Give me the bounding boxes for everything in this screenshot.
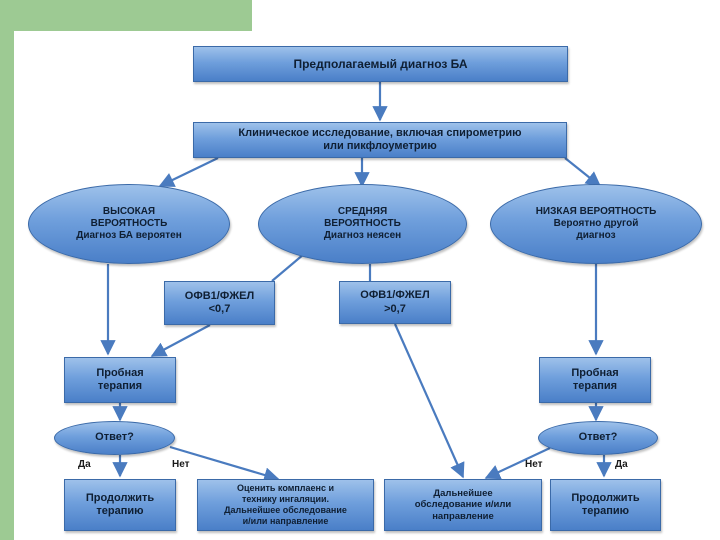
arrow-response-left-no bbox=[169, 445, 280, 483]
arrow-exam-to-low bbox=[564, 157, 602, 187]
trial-therapy-right-box: Пробная терапия bbox=[539, 357, 651, 403]
response-right-ellipse: Ответ? bbox=[538, 421, 658, 455]
high-probability-ellipse: ВЫСОКАЯ ВЕРОЯТНОСТЬ Диагноз БА вероятен bbox=[28, 184, 230, 264]
fev-ratio-high-box: ОФВ1/ФЖЕЛ >0,7 bbox=[339, 281, 451, 324]
fev-ratio-low-box: ОФВ1/ФЖЕЛ <0,7 bbox=[164, 281, 275, 325]
decorative-top-band bbox=[0, 0, 252, 31]
continue-therapy-right-box: Продолжить терапию bbox=[550, 479, 661, 531]
suspected-diagnosis-box: Предполагаемый диагноз БА bbox=[193, 46, 568, 82]
clinical-exam-box: Клиническое исследование, включая спиром… bbox=[193, 122, 567, 158]
low-probability-ellipse: НИЗКАЯ ВЕРОЯТНОСТЬ Вероятно другой диагн… bbox=[490, 184, 702, 264]
response-left-ellipse: Ответ? bbox=[54, 421, 175, 455]
no-label-right: Нет bbox=[525, 459, 543, 470]
arrow-exam-to-high bbox=[158, 157, 219, 187]
continue-therapy-left-box: Продолжить терапию bbox=[64, 479, 176, 531]
assess-compliance-box: Оценить комплаенс и технику ингаляции. Д… bbox=[197, 479, 374, 531]
trial-therapy-left-box: Пробная терапия bbox=[64, 357, 176, 403]
yes-label-left: Да bbox=[78, 459, 91, 470]
further-examination-box: Дальнейшее обследование и/или направлени… bbox=[384, 479, 542, 531]
no-label-left: Нет bbox=[172, 459, 190, 470]
yes-label-right: Да bbox=[615, 459, 628, 470]
arrow-fev-low-to-trial bbox=[150, 324, 211, 357]
medium-probability-ellipse: СРЕДНЯЯ ВЕРОЯТНОСТЬ Диагноз неясен bbox=[258, 184, 467, 264]
arrow-response-right-no bbox=[484, 447, 551, 480]
arrow-fev-high-to-further bbox=[393, 323, 465, 479]
line-mid-to-fev-low bbox=[271, 253, 305, 282]
decorative-left-band bbox=[0, 0, 14, 540]
